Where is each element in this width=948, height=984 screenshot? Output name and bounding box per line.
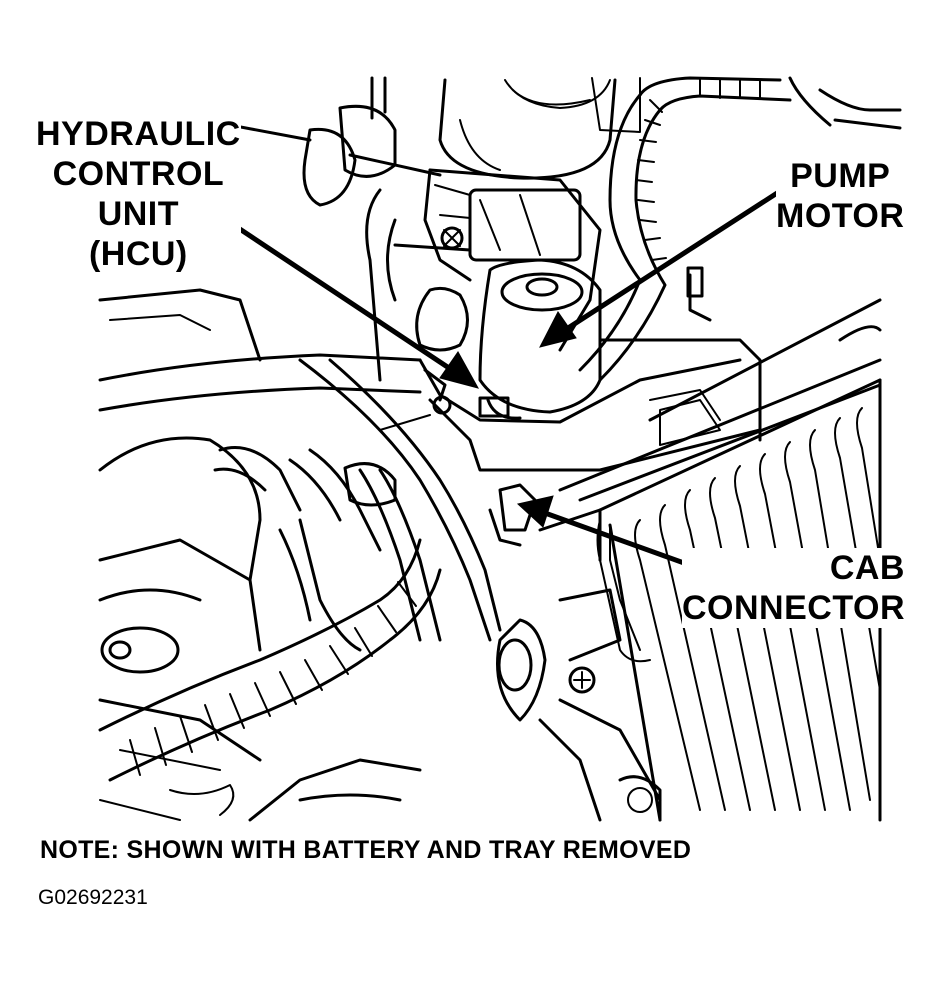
lower-right-parts <box>248 758 662 822</box>
wiring-harness-lower <box>98 446 442 816</box>
callout-cab-connector: CAB CONNECTOR <box>682 548 905 628</box>
hcu-body <box>365 168 602 382</box>
callout-cab-connector-line-1: CAB <box>829 549 905 587</box>
brake-line-fitting <box>228 76 442 207</box>
leader-arrows <box>187 183 791 589</box>
figure-id: G02692231 <box>38 886 148 909</box>
ribbed-housing <box>596 298 882 822</box>
callout-pump-motor-line-1: PUMP <box>790 157 891 195</box>
callout-hcu: HYDRAULIC CONTROL UNIT (HCU) <box>36 114 241 274</box>
callout-hcu-line-4: (HCU) <box>88 235 188 273</box>
callout-hcu-line-3: UNIT <box>97 195 180 233</box>
callout-pump-motor-line-2: MOTOR <box>776 197 905 235</box>
brake-lines <box>278 358 547 722</box>
engine-left <box>98 288 262 821</box>
frame-rail <box>98 266 762 472</box>
master-cylinder <box>438 77 641 180</box>
cab-module <box>488 358 882 822</box>
callout-hcu-line-2: CONTROL <box>52 155 225 193</box>
callout-pump-motor: PUMP MOTOR <box>776 156 905 236</box>
diagram-note: NOTE: SHOWN WITH BATTERY AND TRAY REMOVE… <box>40 836 692 864</box>
callout-cab-connector-line-2: CONNECTOR <box>682 589 905 627</box>
pump-motor-arrow <box>539 183 791 348</box>
callout-hcu-line-1: HYDRAULIC <box>36 115 241 153</box>
